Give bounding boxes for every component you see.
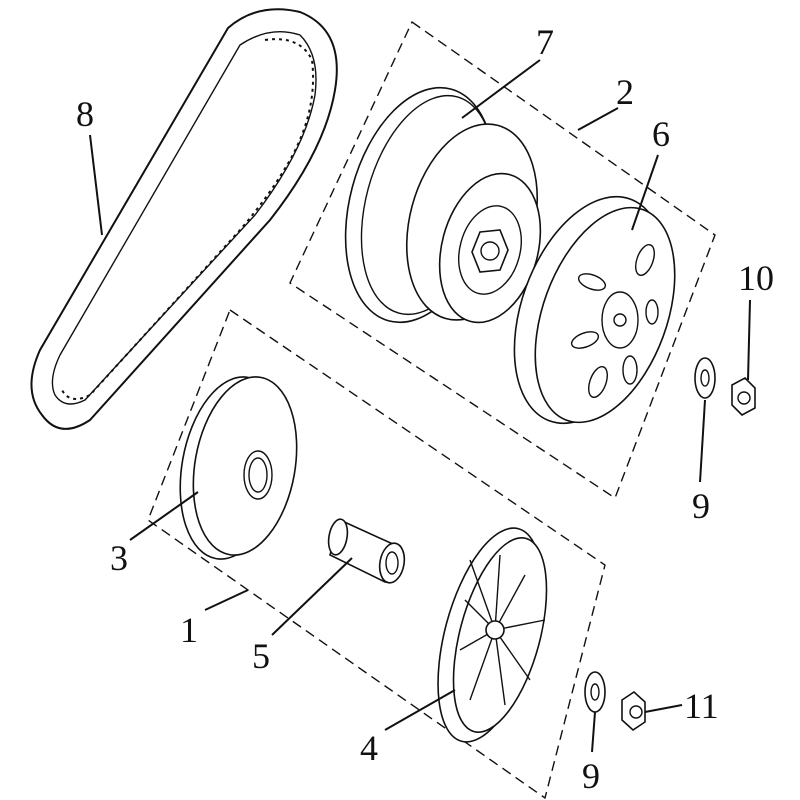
washer-top — [694, 357, 716, 399]
callout-11: 11 — [684, 686, 719, 726]
callout-2: 2 — [616, 72, 634, 112]
callout-1: 1 — [180, 610, 198, 650]
callout-3: 3 — [110, 538, 128, 578]
washer-bottom — [584, 671, 606, 713]
callout-8: 8 — [76, 94, 94, 134]
nut-top — [731, 377, 756, 416]
driven-assembly-box — [289, 20, 716, 500]
nut-bottom — [621, 690, 646, 732]
callout-6: 6 — [652, 114, 670, 154]
leader-lines — [89, 59, 751, 753]
callout-9-bottom: 9 — [582, 756, 600, 796]
callout-7: 7 — [536, 22, 554, 62]
callout-4: 4 — [360, 728, 378, 768]
fan-sheave — [437, 527, 548, 743]
drive-assembly-box — [147, 308, 606, 800]
movable-sheave — [179, 376, 298, 560]
callout-10: 10 — [738, 258, 774, 298]
clutch-assembly — [344, 86, 542, 324]
callout-9-top: 9 — [692, 486, 710, 526]
clutch-bell — [513, 195, 676, 425]
drive-belt — [30, 8, 338, 430]
sleeve — [327, 518, 406, 584]
callout-5: 5 — [252, 636, 270, 676]
